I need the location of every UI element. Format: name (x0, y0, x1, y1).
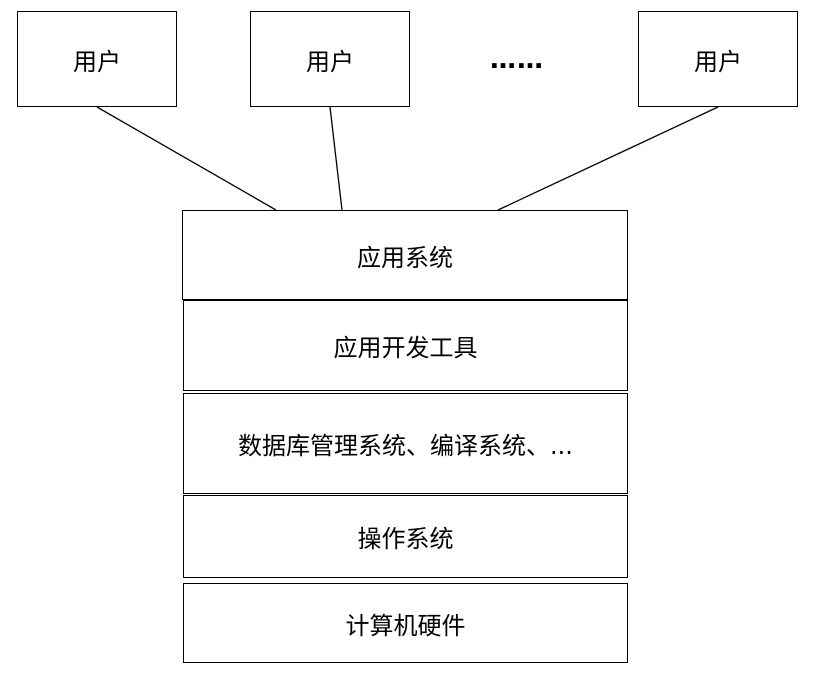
more-users-ellipsis: …… (490, 45, 544, 75)
layer-label: 数据库管理系统、编译系统、... (238, 432, 573, 460)
layer-application-system: 应用系统 (182, 210, 628, 300)
user-box-3: 用户 (638, 11, 798, 107)
layer-label: 应用开发工具 (333, 334, 478, 362)
layer-dev-tools: 应用开发工具 (183, 300, 628, 391)
user-box-label: 用户 (73, 47, 121, 76)
user-box-2: 用户 (250, 11, 410, 107)
user-box-label: 用户 (694, 47, 742, 76)
connector-line-user-2 (329, 106, 343, 211)
connector-line-user-1 (96, 106, 277, 211)
layer-label: 操作系统 (357, 525, 454, 553)
layer-hardware: 计算机硬件 (183, 583, 628, 663)
user-box-label: 用户 (306, 47, 354, 76)
layer-operating-system: 操作系统 (183, 495, 628, 578)
user-box-1: 用户 (17, 11, 177, 107)
layer-label: 计算机硬件 (345, 611, 466, 640)
layer-label: 应用系统 (357, 243, 453, 272)
layer-dbms-compilers: 数据库管理系统、编译系统、... (183, 393, 628, 494)
connector-line-user-3 (497, 106, 719, 211)
